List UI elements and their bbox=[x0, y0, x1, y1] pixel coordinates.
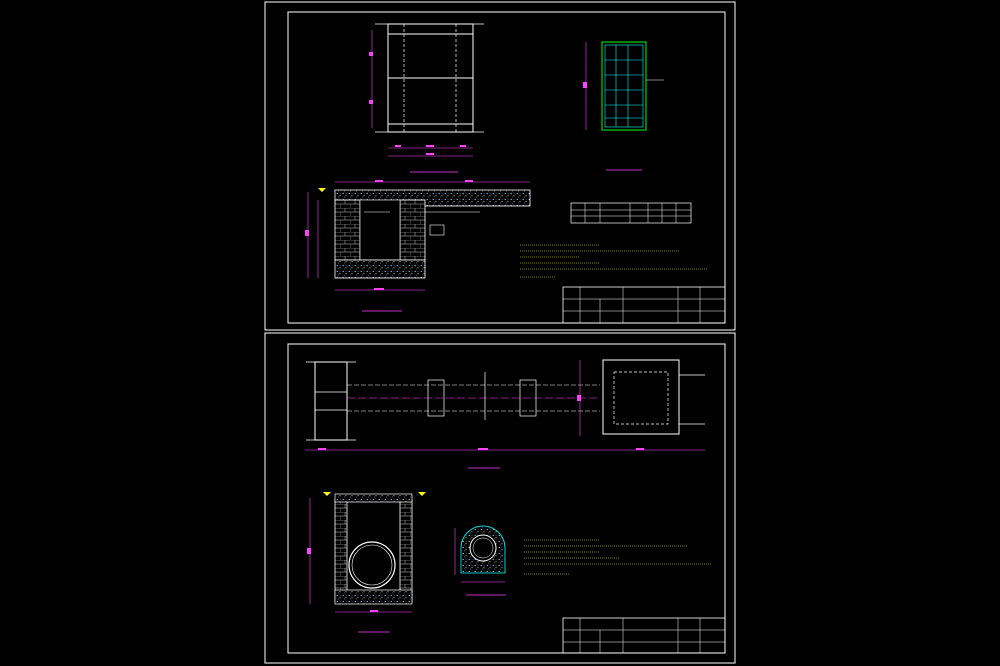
sheet-1-inlet-plan-view bbox=[369, 23, 484, 173]
sheet-1-inlet-section-view bbox=[305, 180, 531, 312]
sheet-1 bbox=[264, 1, 736, 331]
sheet-1-inner-border bbox=[287, 11, 726, 324]
sheet-1-grate-detail bbox=[583, 41, 664, 171]
sheet-1-outer-border bbox=[264, 1, 736, 331]
sheet-2-pipe-cradle-detail bbox=[454, 525, 506, 596]
sheet-2-outer-border bbox=[264, 332, 736, 664]
sheet-1-title-block bbox=[562, 286, 726, 324]
sheet-2 bbox=[264, 332, 736, 664]
sheet-2-notes bbox=[524, 539, 712, 575]
sheet-1-notes bbox=[520, 244, 708, 278]
sheet-1-material-table bbox=[570, 202, 692, 224]
sheet-2-pipe-plan-view bbox=[305, 359, 705, 469]
sheet-2-manhole-section-view bbox=[307, 492, 426, 633]
sheet-2-inner-border bbox=[287, 343, 726, 654]
sheet-2-title-block bbox=[562, 617, 726, 654]
